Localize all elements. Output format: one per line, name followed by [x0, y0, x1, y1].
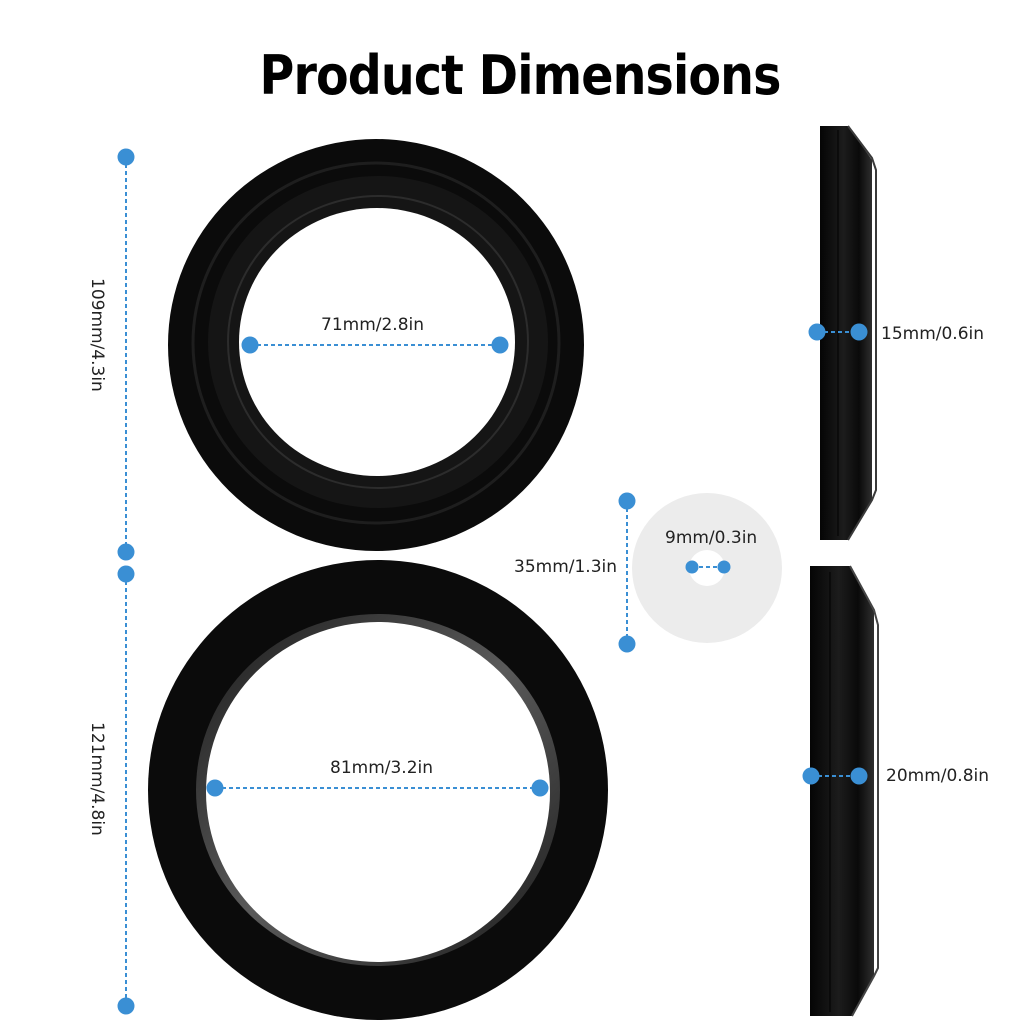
lower-ring-thickness-label: 20mm/0.8in	[886, 766, 990, 786]
upper-ring-height-label: 109mm/4.3in	[87, 278, 107, 392]
marker-dot	[117, 997, 135, 1015]
lower-ring-inner-label: 81mm/3.2in	[330, 758, 434, 778]
upper-ring-thickness-label: 15mm/0.6in	[881, 324, 985, 344]
marker-dot	[850, 767, 868, 785]
marker-dot	[618, 492, 636, 510]
marker-dot	[802, 767, 820, 785]
washer-outer-label: 35mm/1.3in	[514, 557, 618, 577]
marker-dot	[117, 148, 135, 166]
marker-dot	[117, 565, 135, 583]
marker-dot	[618, 635, 636, 653]
marker-dot	[206, 779, 224, 797]
marker-dot	[531, 779, 549, 797]
marker-dot	[717, 560, 731, 574]
marker-dot	[808, 323, 826, 341]
upper-ring-inner-label: 71mm/2.8in	[321, 315, 425, 335]
dimension-markers	[117, 148, 868, 1015]
page-title: Product Dimensions	[259, 44, 782, 107]
marker-dot	[491, 336, 509, 354]
marker-dot	[117, 543, 135, 561]
lower-ring-side-view	[810, 565, 879, 1017]
washer-hole-label: 9mm/0.3in	[665, 528, 758, 548]
marker-dot	[241, 336, 259, 354]
lower-ring-height-label: 121mm/4.8in	[87, 722, 107, 836]
marker-dot	[850, 323, 868, 341]
lower-ring-gasket	[148, 560, 608, 1020]
marker-dot	[685, 560, 699, 574]
